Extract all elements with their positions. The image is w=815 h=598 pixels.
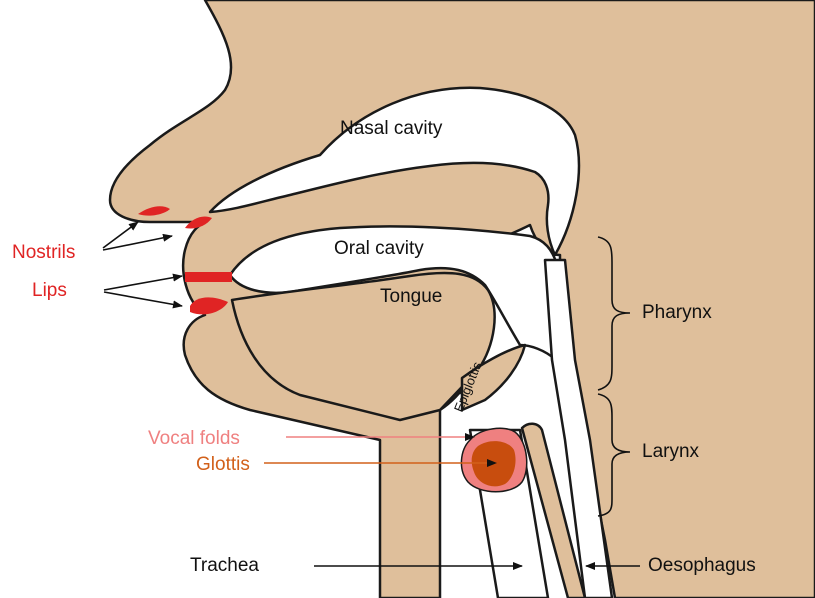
nostrils-label: Nostrils (12, 242, 75, 263)
glottis-label: Glottis (196, 454, 250, 475)
pharynx-label: Pharynx (642, 302, 712, 323)
lips-label: Lips (32, 280, 67, 301)
lips-arrow-2 (104, 292, 182, 306)
trachea-label: Trachea (190, 555, 259, 576)
vocal-folds-label: Vocal folds (148, 428, 240, 449)
oral-cavity-label: Oral cavity (334, 238, 424, 259)
oesophagus-label: Oesophagus (648, 555, 756, 576)
nasal-cavity-label: Nasal cavity (340, 118, 443, 139)
nostrils-arrow-2 (103, 236, 172, 250)
lips-arrow-1 (104, 276, 182, 290)
lip-upper-patch (185, 272, 232, 282)
larynx-label: Larynx (642, 441, 700, 462)
tongue-label: Tongue (380, 286, 442, 307)
